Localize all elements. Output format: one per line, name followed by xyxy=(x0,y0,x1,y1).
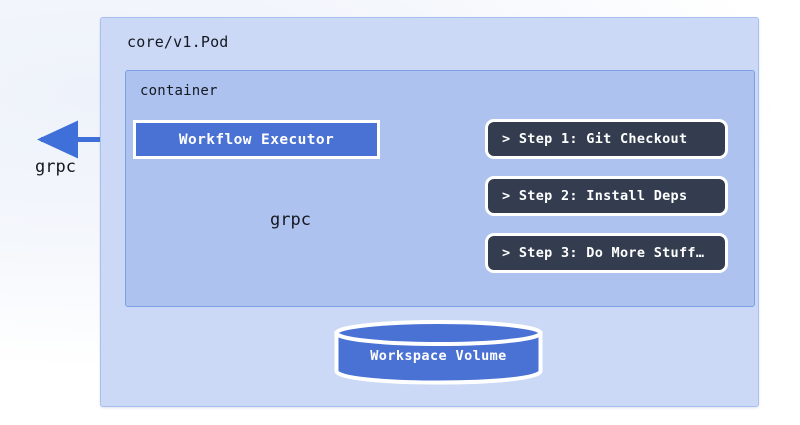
step-node-1[interactable]: > Step 1: Git Checkout xyxy=(485,119,728,159)
workspace-volume-label: Workspace Volume xyxy=(370,347,507,364)
pod-label: core/v1.Pod xyxy=(127,33,229,51)
edge-label-grpc-outbound: grpc xyxy=(35,157,76,177)
workspace-volume-node[interactable]: Workspace Volume xyxy=(333,319,544,385)
step-label-1: > Step 1: Git Checkout xyxy=(502,131,688,147)
step-label-3: > Step 3: Do More Stuff… xyxy=(502,245,705,261)
step-node-2[interactable]: > Step 2: Install Deps xyxy=(485,176,728,216)
container-label: container xyxy=(140,83,218,99)
workflow-executor-label: Workflow Executor xyxy=(178,131,335,148)
edge-label-grpc-inbound: grpc xyxy=(270,210,311,230)
step-label-2: > Step 2: Install Deps xyxy=(502,188,688,204)
cylinder-icon xyxy=(334,320,543,385)
step-node-3[interactable]: > Step 3: Do More Stuff… xyxy=(485,233,728,273)
workflow-executor-node[interactable]: Workflow Executor xyxy=(133,120,380,159)
